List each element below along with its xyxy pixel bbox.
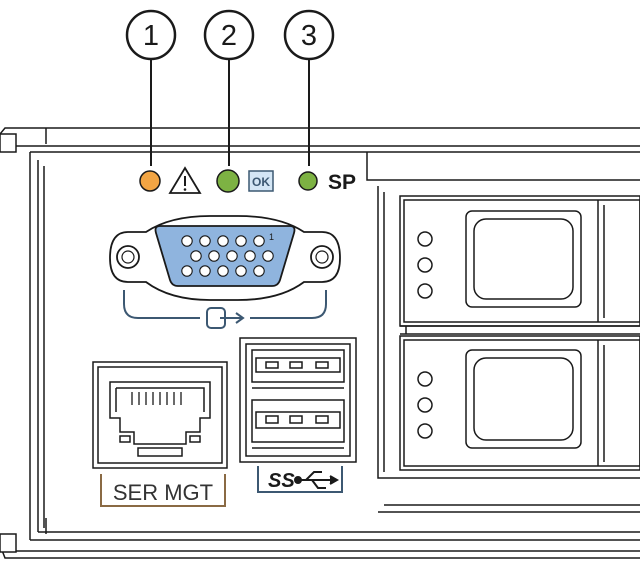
- module-bay-lower: [399, 335, 640, 471]
- ser-mgt-port: [92, 361, 228, 469]
- ok-led: [216, 169, 240, 193]
- vga-pins: [181, 235, 274, 277]
- ok-label-badge: OK: [248, 170, 274, 192]
- fault-led: [139, 170, 161, 192]
- callout-2: 2: [203, 9, 255, 166]
- sp-led-light: [298, 171, 318, 191]
- callout-1: 1: [125, 9, 177, 166]
- usb-ss-label: SS: [268, 470, 295, 492]
- sp-label: SP: [328, 171, 356, 194]
- usb-port-lower: [251, 399, 345, 449]
- usb-port-stack: [239, 337, 357, 463]
- callout-3: 3: [283, 9, 335, 166]
- ok-label: OK: [252, 175, 270, 189]
- module-bay-upper: [399, 195, 640, 327]
- module-bay-divider: [400, 325, 640, 335]
- vga-label-bracket: [123, 290, 327, 319]
- callout-1-number: 1: [143, 20, 159, 52]
- sp-led: [298, 171, 318, 191]
- ok-led-light: [216, 169, 240, 193]
- vga-port: 1: [109, 215, 341, 301]
- warning-triangle-icon: [168, 166, 202, 194]
- usb-label-box: SS: [257, 466, 343, 493]
- vga-pin-1-label: 1: [269, 232, 274, 242]
- usb-port-upper: [251, 349, 345, 389]
- rj45-contacts: [131, 392, 182, 405]
- chassis-outline: [0, 127, 640, 559]
- ser-mgt-label-box: SER MGT: [100, 474, 226, 507]
- callout-2-number: 2: [221, 20, 237, 52]
- callout-3-number: 3: [301, 20, 317, 52]
- fault-led-light: [139, 170, 161, 192]
- monitor-output-icon: [206, 307, 245, 329]
- ser-mgt-label: SER MGT: [113, 480, 213, 505]
- usb-trident-icon: [294, 471, 340, 489]
